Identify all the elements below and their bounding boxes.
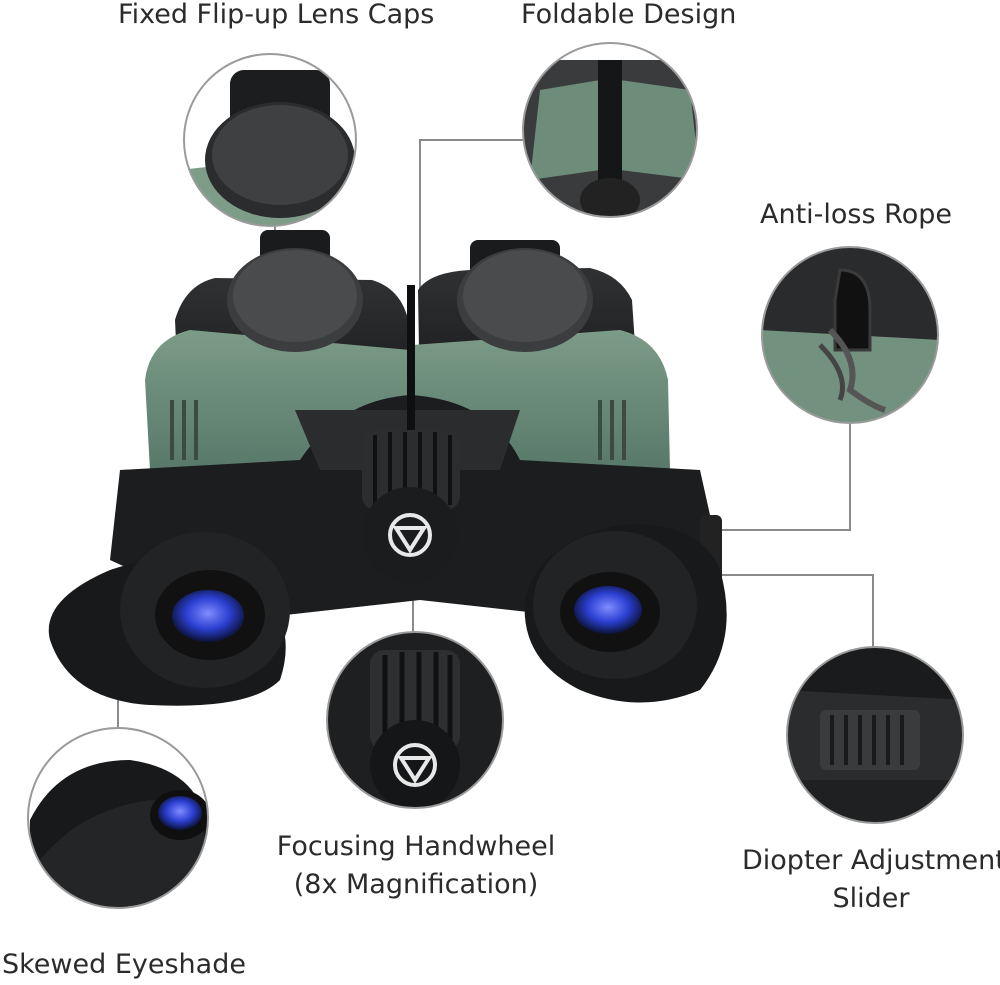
label-focusing-line1: Focusing Handwheel [276, 831, 556, 862]
label-skewed-eyeshade: Skewed Eyeshade [2, 949, 246, 980]
label-diopter-line2: Slider [832, 883, 910, 914]
label-diopter-adjustment: Diopter Adjustment Slider [742, 842, 1000, 918]
label-diopter-line1: Diopter Adjustment [742, 845, 1000, 876]
detail-lens-caps-image [183, 53, 357, 227]
detail-focus-wheel-image [326, 631, 504, 809]
label-anti-loss-rope: Anti-loss Rope [760, 199, 952, 230]
logo-emblem [388, 513, 432, 557]
detail-rope-image [761, 246, 939, 424]
label-focusing-handwheel: Focusing Handwheel (8x Magnification) [266, 828, 566, 904]
label-lens-caps: Fixed Flip-up Lens Caps [118, 0, 435, 30]
binocular-body [48, 230, 727, 706]
label-focusing-line2: (8x Magnification) [293, 869, 539, 900]
label-foldable-design: Foldable Design [521, 0, 737, 30]
detail-diopter-image [786, 646, 964, 824]
detail-eyeshade-image [27, 727, 209, 909]
detail-foldable-image [522, 42, 698, 218]
